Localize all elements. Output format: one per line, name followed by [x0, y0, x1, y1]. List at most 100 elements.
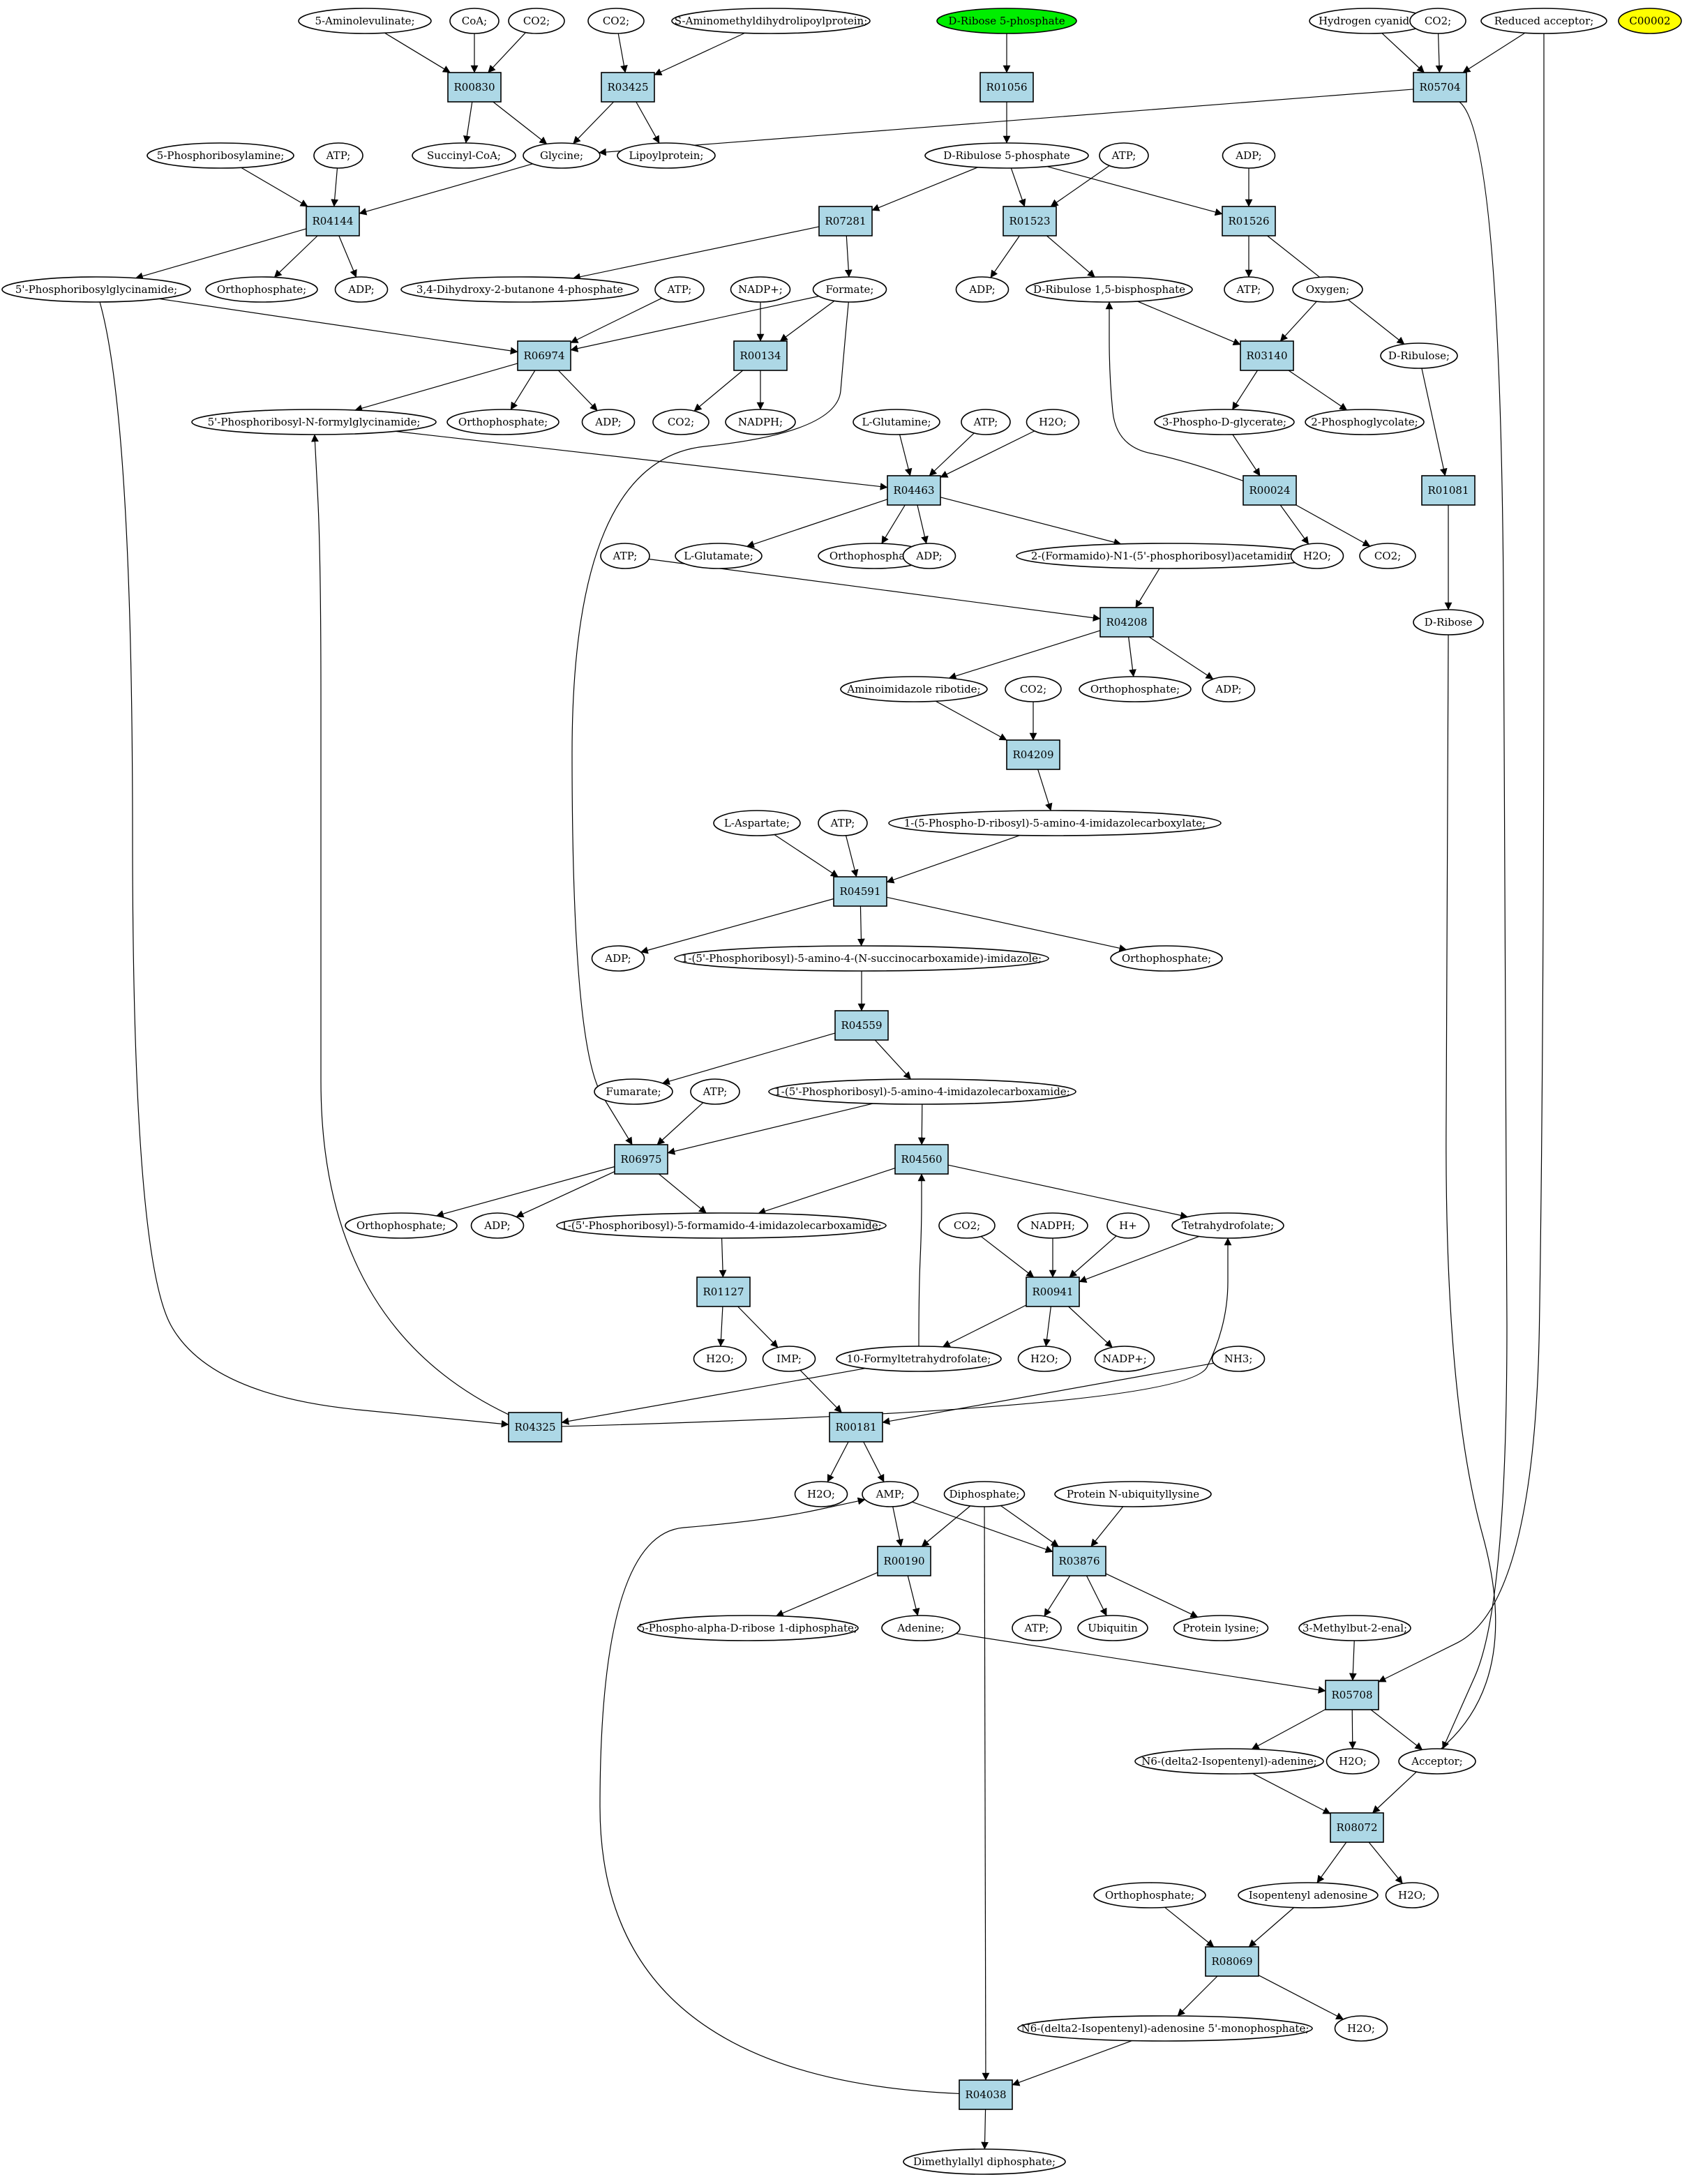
reaction-node-R04209[interactable]: R04209: [1006, 739, 1060, 770]
metabolite-node-n_air[interactable]: Aminoimidazole ribotide;: [840, 676, 988, 702]
metabolite-node-n_protein_ub_lys[interactable]: Protein N-ubiquityllysine: [1054, 1481, 1212, 1507]
metabolite-node-n_adp_8[interactable]: ADP;: [470, 1212, 525, 1239]
metabolite-node-n_5p_glycinamide[interactable]: 5'-Phosphoribosylglycinamide;: [1, 276, 191, 303]
metabolite-node-n_dmapp[interactable]: Dimethylallyl diphosphate;: [903, 2148, 1066, 2175]
metabolite-node-n_h2o_8[interactable]: H2O;: [1334, 2015, 1388, 2042]
metabolite-node-n_acceptor[interactable]: Acceptor;: [1398, 1748, 1476, 1775]
metabolite-node-n_co2_c[interactable]: CO2;: [1409, 8, 1466, 34]
metabolite-node-n_c00002[interactable]: C00002: [1618, 8, 1682, 34]
metabolite-node-n_aicar[interactable]: 1-(5'-Phosphoribosyl)-5-amino-4-imidazol…: [768, 1078, 1076, 1105]
metabolite-node-n_h2o_6[interactable]: H2O;: [1326, 1748, 1380, 1775]
reaction-node-R04559[interactable]: R04559: [834, 1010, 889, 1041]
metabolite-node-n_3pg[interactable]: 3-Phospho-D-glycerate;: [1154, 409, 1295, 435]
metabolite-node-n_hcn[interactable]: Hydrogen cyanide;: [1309, 8, 1429, 34]
metabolite-node-n_d_ribose_5p[interactable]: D-Ribose 5-phosphate: [936, 8, 1077, 34]
reaction-node-R00134[interactable]: R00134: [733, 340, 788, 371]
metabolite-node-n_atp_9[interactable]: ATP;: [1012, 1615, 1062, 1641]
metabolite-node-n_fumarate[interactable]: Fumarate;: [594, 1078, 673, 1105]
metabolite-node-n_orthophosphate_5[interactable]: Orthophosphate;: [1110, 945, 1223, 972]
reaction-node-R05708[interactable]: R05708: [1325, 1680, 1379, 1710]
metabolite-node-n_diphosphate[interactable]: Diphosphate;: [943, 1481, 1026, 1507]
reaction-node-R08072[interactable]: R08072: [1330, 1812, 1384, 1843]
metabolite-node-n_h2o_7[interactable]: H2O;: [1385, 1882, 1439, 1908]
metabolite-node-n_atp_1[interactable]: ATP;: [313, 142, 363, 169]
metabolite-node-n_orthophosphate_7[interactable]: Orthophosphate;: [1093, 1882, 1206, 1908]
metabolite-node-n_d_ribulose[interactable]: D-Ribulose;: [1380, 342, 1458, 369]
reaction-node-R01523[interactable]: R01523: [1003, 206, 1057, 236]
metabolite-node-n_d_ribulose_15bp[interactable]: D-Ribulose 1,5-bisphosphate: [1026, 276, 1193, 303]
metabolite-node-n_isopentenyl_adenosine[interactable]: Isopentenyl adenosine: [1238, 1882, 1379, 1908]
metabolite-node-n_h2o_1[interactable]: H2O;: [1026, 409, 1080, 435]
metabolite-node-n_adp_1[interactable]: ADP;: [1222, 142, 1276, 169]
metabolite-node-n_co2_d[interactable]: CO2;: [652, 409, 710, 435]
metabolite-node-n_orthophosphate_4[interactable]: Orthophosphate;: [1079, 676, 1192, 702]
metabolite-node-n_nh3[interactable]: NH3;: [1211, 1346, 1266, 1372]
metabolite-node-n_co2_g[interactable]: CO2;: [938, 1212, 996, 1239]
reaction-node-R00181[interactable]: R00181: [829, 1412, 883, 1443]
metabolite-node-n_l_glutamate[interactable]: L-Glutamate;: [675, 543, 763, 569]
reaction-node-R00941[interactable]: R00941: [1026, 1276, 1080, 1307]
reaction-node-R04038[interactable]: R04038: [959, 2079, 1013, 2110]
metabolite-node-n_lipoylprotein[interactable]: Lipoylprotein;: [617, 142, 716, 169]
reaction-node-R01081[interactable]: R01081: [1421, 475, 1476, 506]
metabolite-node-n_n6_isopentenyl_adenine[interactable]: N6-(delta2-Isopentenyl)-adenine;: [1134, 1748, 1324, 1775]
metabolite-node-n_atp_3[interactable]: ATP;: [654, 276, 705, 303]
metabolite-node-n_co2_f[interactable]: CO2;: [1005, 676, 1062, 702]
metabolite-node-n_fgar[interactable]: 5'-Phosphoribosyl-N-formylglycinamide;: [191, 409, 437, 435]
reaction-node-R00024[interactable]: R00024: [1243, 475, 1297, 506]
reaction-node-R01127[interactable]: R01127: [696, 1276, 751, 1307]
reaction-node-R01526[interactable]: R01526: [1222, 206, 1276, 236]
reaction-node-R04591[interactable]: R04591: [833, 876, 887, 907]
metabolite-node-n_cair[interactable]: 1-(5-Phospho-D-ribosyl)-5-amino-4-imidaz…: [888, 810, 1222, 836]
metabolite-node-n_adp_2[interactable]: ADP;: [334, 276, 389, 303]
metabolite-node-n_h2o_4[interactable]: H2O;: [1017, 1346, 1072, 1372]
metabolite-node-n_adenine[interactable]: Adenine;: [881, 1615, 961, 1641]
metabolite-node-n_saicar[interactable]: 1-(5'-Phosphoribosyl)-5-amino-4-(N-succi…: [674, 945, 1049, 972]
metabolite-node-n_l_aspartate[interactable]: L-Aspartate;: [713, 810, 801, 836]
metabolite-node-n_5_aminolevulinate[interactable]: 5-Aminolevulinate;: [298, 8, 432, 34]
reaction-node-R07281[interactable]: R07281: [818, 206, 873, 236]
metabolite-node-n_oxygen[interactable]: Oxygen;: [1292, 276, 1363, 303]
metabolite-node-n_atp_8[interactable]: ATP;: [690, 1078, 740, 1105]
metabolite-node-n_dhbp[interactable]: 3,4-Dihydroxy-2-butanone 4-phosphate: [400, 276, 639, 303]
reaction-node-R00830[interactable]: R00830: [447, 72, 502, 103]
metabolite-node-n_co2_a[interactable]: CO2;: [508, 8, 565, 34]
reaction-node-R06974[interactable]: R06974: [517, 340, 571, 371]
reaction-node-R05704[interactable]: R05704: [1413, 72, 1467, 103]
metabolite-node-n_imp[interactable]: IMP;: [762, 1346, 816, 1372]
metabolite-node-n_nadph_1[interactable]: NADPH;: [725, 409, 796, 435]
reaction-node-R03140[interactable]: R03140: [1240, 340, 1294, 371]
metabolite-node-n_h2o_2[interactable]: H2O;: [1290, 543, 1344, 569]
metabolite-node-n_adp_6[interactable]: ADP;: [1201, 676, 1256, 702]
metabolite-node-n_orthophosphate_1[interactable]: Orthophosphate;: [205, 276, 318, 303]
reaction-node-R04560[interactable]: R04560: [894, 1144, 949, 1175]
metabolite-node-n_hplus[interactable]: H+: [1106, 1212, 1150, 1239]
metabolite-node-n_succinyl_coa[interactable]: Succinyl-CoA;: [412, 142, 516, 169]
metabolite-node-n_prpp[interactable]: 5-Phospho-alpha-D-ribose 1-diphosphate;: [637, 1615, 859, 1641]
reaction-node-R03425[interactable]: R03425: [601, 72, 655, 103]
metabolite-node-n_atp_7[interactable]: ATP;: [818, 810, 868, 836]
metabolite-node-n_d_ribulose_5p[interactable]: D-Ribulose 5-phosphate: [924, 142, 1089, 169]
metabolite-node-n_l_glutamine[interactable]: L-Glutamine;: [853, 409, 940, 435]
metabolite-node-n_10_formyl_thf[interactable]: 10-Formyltetrahydrofolate;: [836, 1346, 1002, 1372]
metabolite-node-n_atp_5[interactable]: ATP;: [961, 409, 1011, 435]
reaction-node-R00190[interactable]: R00190: [877, 1546, 931, 1576]
metabolite-node-n_co2_e[interactable]: CO2;: [1359, 543, 1416, 569]
metabolite-node-n_nadp_2[interactable]: NADP+;: [1094, 1346, 1155, 1372]
metabolite-node-n_nadph_2[interactable]: NADPH;: [1017, 1212, 1088, 1239]
reaction-node-R04463[interactable]: R04463: [887, 475, 941, 506]
metabolite-node-n_orthophosphate_6[interactable]: Orthophosphate;: [345, 1212, 458, 1239]
metabolite-node-n_atp_6[interactable]: ATP;: [600, 543, 650, 569]
metabolite-node-n_adp_4[interactable]: ADP;: [581, 409, 636, 435]
metabolite-node-n_adp_7[interactable]: ADP;: [591, 945, 645, 972]
reaction-node-R04144[interactable]: R04144: [306, 206, 360, 236]
metabolite-node-n_adp_5[interactable]: ADP;: [902, 543, 956, 569]
metabolite-node-n_orthophosphate_3[interactable]: Orthophosphate;: [818, 543, 931, 569]
metabolite-node-n_coa[interactable]: CoA;: [449, 8, 500, 34]
metabolite-node-n_atp_2[interactable]: ATP;: [1099, 142, 1149, 169]
metabolite-node-n_nadp_1[interactable]: NADP+;: [730, 276, 791, 303]
reaction-node-R01056[interactable]: R01056: [979, 72, 1034, 103]
metabolite-node-n_thf[interactable]: Tetrahydrofolate;: [1171, 1212, 1284, 1239]
reaction-node-R06975[interactable]: R06975: [614, 1144, 668, 1175]
metabolite-node-n_co2_b[interactable]: CO2;: [587, 8, 645, 34]
